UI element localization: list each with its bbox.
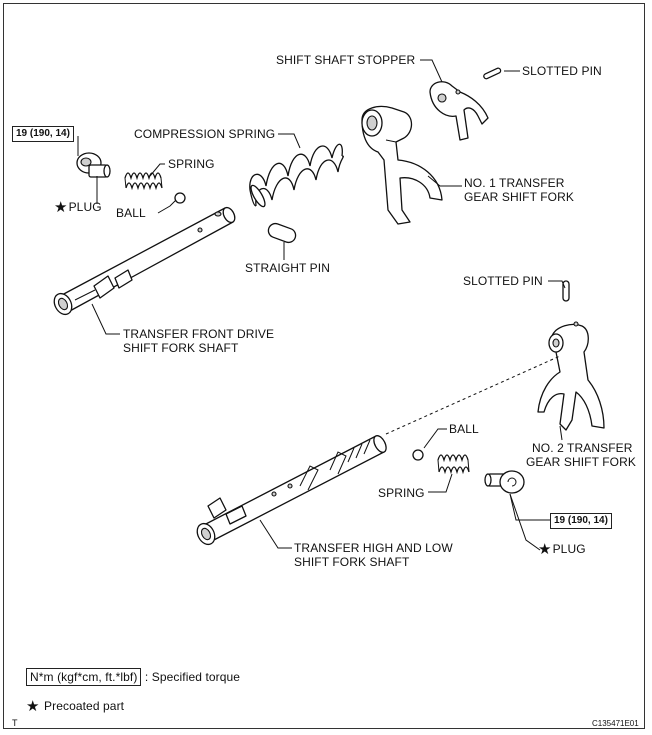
front-drive-shaft-part [53, 206, 236, 316]
label-ball-top: BALL [116, 206, 146, 220]
label-high-low-line1: TRANSFER HIGH AND LOW [294, 541, 453, 555]
label-shift-shaft-stopper: SHIFT SHAFT STOPPER [276, 53, 416, 67]
star-icon: ★ [538, 541, 552, 558]
torque-spec-bottom: 19 (190, 14) [550, 513, 612, 529]
alignment-line [385, 355, 561, 435]
label-plug-top: ★PLUG [54, 199, 102, 216]
label-straight-pin: STRAIGHT PIN [245, 261, 330, 275]
spring-top-part [124, 172, 163, 191]
footer-left-mark: T [12, 718, 18, 728]
figure-code: C135471E01 [592, 719, 639, 728]
star-icon: ★ [54, 199, 68, 216]
slotted-pin-top-part [483, 67, 502, 80]
slotted-pin-bottom-part [562, 280, 570, 302]
no1-shift-fork-part [361, 105, 443, 225]
legend-torque-unit: N*m (kgf*cm, ft.*lbf) [26, 668, 142, 686]
ball-top-part [174, 192, 186, 204]
label-front-drive-line1: TRANSFER FRONT DRIVE [123, 327, 275, 341]
label-slotted-pin-top: SLOTTED PIN [522, 64, 602, 78]
label-no2-fork-line1: NO. 2 TRANSFER [532, 441, 633, 455]
diagram-frame [3, 3, 645, 729]
plug-top-part [76, 152, 111, 178]
label-spring-bottom: SPRING [378, 486, 425, 500]
torque-spec-top: 19 (190, 14) [12, 126, 74, 142]
label-plug-bottom: ★PLUG [538, 541, 586, 558]
label-slotted-pin-bottom: SLOTTED PIN [463, 274, 543, 288]
leader-lines [77, 59, 566, 551]
label-high-low-line2: SHIFT FORK SHAFT [294, 555, 410, 569]
legend-torque-desc: : Specified torque [144, 670, 241, 684]
label-ball-bottom: BALL [449, 422, 479, 436]
label-no1-fork-line2: GEAR SHIFT FORK [464, 190, 574, 204]
label-no1-fork-line1: NO. 1 TRANSFER [464, 176, 565, 190]
plug-bottom-part [484, 470, 525, 494]
ball-bottom-part [412, 449, 424, 461]
spring-bottom-part [437, 454, 470, 475]
label-front-drive-line2: SHIFT FORK SHAFT [123, 341, 239, 355]
label-spring-top: SPRING [168, 157, 215, 171]
label-no2-fork-line2: GEAR SHIFT FORK [526, 455, 636, 469]
high-low-shaft-part [196, 435, 387, 546]
compression-spring-part [249, 143, 344, 208]
no2-shift-fork-part [537, 321, 605, 431]
star-icon: ★ [26, 698, 40, 715]
legend-precoated: ★ Precoated part [26, 699, 124, 714]
straight-pin-part [267, 222, 297, 244]
label-compression-spring: COMPRESSION SPRING [134, 127, 276, 141]
shift-shaft-stopper-part [429, 81, 489, 141]
legend-precoated-text: Precoated part [44, 699, 125, 713]
legend-torque: N*m (kgf*cm, ft.*lbf) : Specified torque [26, 668, 241, 686]
